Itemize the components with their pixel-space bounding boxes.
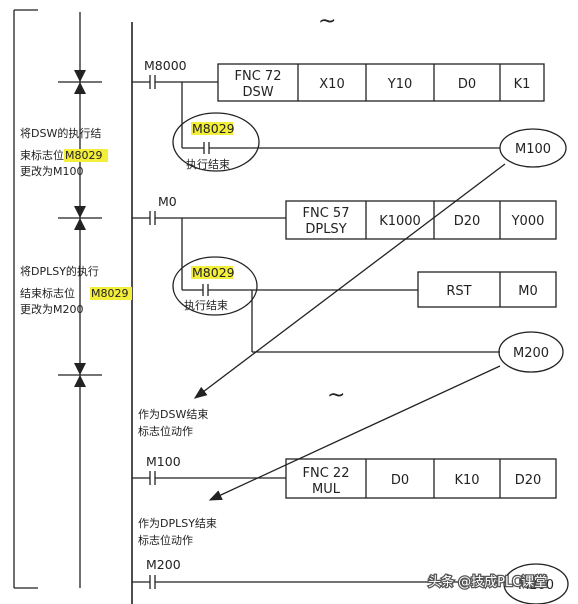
m8029-highlight-bg-1 bbox=[191, 122, 233, 135]
rst-operand-m0: M0 bbox=[518, 284, 538, 299]
m100-coil bbox=[499, 128, 567, 168]
m200-coil-2 bbox=[503, 563, 569, 604]
dsw-operand-d0: D0 bbox=[458, 77, 476, 92]
dplsy-name-label: DPLSY bbox=[305, 222, 346, 237]
note-mid1-line1: 作为DSW结束 bbox=[138, 408, 208, 421]
dplsy-operand-d20: D20 bbox=[454, 214, 481, 229]
flag-m8029-label-1: M8029 bbox=[192, 121, 235, 136]
dsw-operand-k1: K1 bbox=[514, 77, 531, 92]
dplsy-instruction-box bbox=[285, 200, 557, 240]
watermark-text: 头条 @技成PLC课堂 bbox=[428, 574, 547, 590]
contact-m0-label: M0 bbox=[158, 194, 177, 209]
flag-caption-1: 执行结束 bbox=[186, 157, 230, 171]
m8029-highlight-bg-2 bbox=[191, 266, 233, 279]
note-left1-m8029: M8029 bbox=[65, 149, 103, 162]
mul-instruction-box bbox=[285, 458, 557, 499]
mul-operand-k10: K10 bbox=[454, 473, 479, 488]
note-left1-line3: 更改为M100 bbox=[20, 164, 84, 178]
break-mark-mid: ~ bbox=[327, 383, 345, 408]
mul-fnc-label: FNC 22 bbox=[303, 466, 350, 481]
flag-m8029-label-2: M8029 bbox=[192, 265, 235, 280]
note-left2-line1: 将DPLSY的执行 bbox=[20, 264, 99, 278]
dsw-operand-y10: Y10 bbox=[387, 77, 412, 92]
note-highlight-bg-1 bbox=[64, 149, 108, 162]
note-left2-m8029: M8029 bbox=[91, 287, 129, 300]
coil-m200-label: M200 bbox=[513, 346, 549, 361]
coil-m200-label-2: M200 bbox=[518, 578, 554, 593]
mul-name-label: MUL bbox=[312, 482, 341, 497]
flag-caption-2: 执行结束 bbox=[184, 298, 228, 312]
break-mark-top: ~ bbox=[318, 9, 336, 34]
contact-m8000-label: M8000 bbox=[144, 58, 187, 73]
note-mid2-line1: 作为DPLSY结束 bbox=[138, 517, 217, 530]
note-left2-line3: 更改为M200 bbox=[20, 302, 84, 316]
note-highlight-bg-2 bbox=[90, 287, 132, 300]
m8029-highlight-circle-1 bbox=[172, 112, 260, 172]
arrow-m100-to-note bbox=[193, 163, 506, 399]
dplsy-fnc-label: FNC 57 bbox=[303, 206, 350, 221]
rst-instruction-box bbox=[417, 271, 557, 308]
contact-m200-label: M200 bbox=[146, 557, 181, 572]
contact-m100-label: M100 bbox=[146, 454, 181, 469]
dsw-instruction-box bbox=[217, 63, 545, 102]
mul-operand-d0: D0 bbox=[391, 473, 409, 488]
dsw-operand-x10: X10 bbox=[319, 77, 344, 92]
m200-coil bbox=[498, 331, 564, 373]
note-left2-line2: 结束标志位 bbox=[20, 286, 75, 300]
note-left1-line2: 束标志位 bbox=[20, 148, 64, 162]
note-left1-line1: 将DSW的执行结 bbox=[20, 126, 101, 140]
note-mid2-line2: 标志位动作 bbox=[138, 533, 193, 547]
m8029-highlight-circle-2 bbox=[172, 256, 258, 316]
dsw-fnc-label: FNC 72 bbox=[235, 69, 282, 84]
dplsy-operand-k1000: K1000 bbox=[379, 214, 421, 229]
dsw-name-label: DSW bbox=[242, 85, 273, 100]
note-mid1-line2: 标志位动作 bbox=[138, 424, 193, 438]
dplsy-operand-y000: Y000 bbox=[511, 214, 545, 229]
rst-label: RST bbox=[446, 284, 471, 299]
mul-operand-d20: D20 bbox=[515, 473, 542, 488]
coil-m100-label: M100 bbox=[515, 142, 551, 157]
arrow-m200-to-note bbox=[208, 365, 501, 501]
